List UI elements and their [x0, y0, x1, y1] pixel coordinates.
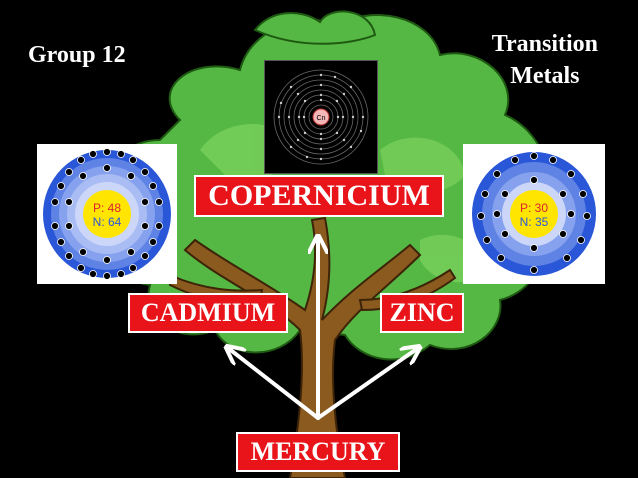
zinc-shells: P: 30 N: 35: [472, 152, 596, 276]
zinc-atom-diagram: P: 30 N: 35: [463, 144, 605, 284]
category-heading-line1: Transition: [491, 31, 598, 57]
zinc-neutrons: N: 35: [520, 215, 549, 229]
zinc-label: ZINC: [380, 293, 464, 333]
copernicium-symbol: Cn: [317, 115, 326, 122]
copernicium-shells: Cn: [273, 69, 369, 165]
group-heading: Group 12: [28, 42, 126, 68]
cadmium-protons: P: 48: [93, 201, 121, 215]
zinc-protons: P: 30: [520, 201, 548, 215]
cadmium-atom-diagram: P: 48 N: 64: [37, 144, 177, 284]
cadmium-shells: P: 48 N: 64: [43, 148, 171, 280]
cadmium-neutrons: N: 64: [93, 215, 122, 229]
category-heading-line2: Metals: [510, 63, 580, 89]
copernicium-label: COPERNICIUM: [194, 175, 444, 217]
category-heading: Transition Metals: [492, 28, 598, 92]
copernicium-nucleus: [312, 108, 330, 126]
copernicium-atom-diagram: Cn: [264, 60, 378, 174]
mercury-label: MERCURY: [236, 432, 400, 472]
cadmium-nucleus: [83, 190, 131, 238]
cadmium-label: CADMIUM: [128, 293, 288, 333]
zinc-nucleus: [510, 190, 558, 238]
